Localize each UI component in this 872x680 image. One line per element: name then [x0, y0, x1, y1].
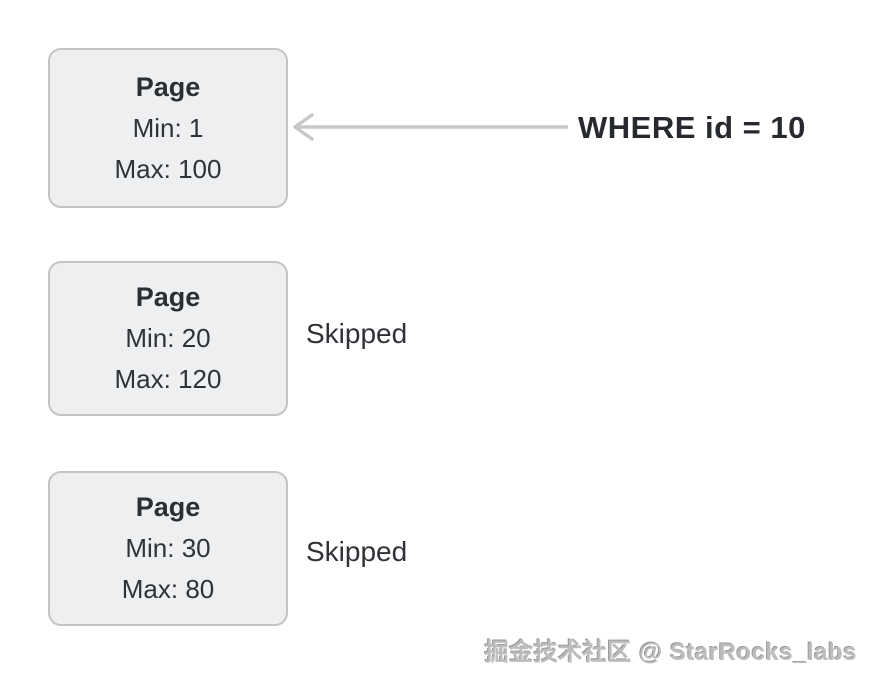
query-arrow — [293, 113, 568, 141]
page-min-value: Min: 30 — [125, 533, 211, 563]
page-min-value: Min: 1 — [132, 112, 204, 143]
page-max-value: Max: 80 — [121, 574, 215, 604]
where-query-label: WHERE id = 10 — [578, 110, 806, 145]
page-max-value: Max: 100 — [114, 153, 222, 184]
page-box-3: Page Min: 30 Max: 80 — [48, 471, 288, 626]
page-max-value: Max: 120 — [114, 364, 222, 394]
page-title: Page — [135, 71, 201, 102]
skipped-label-1: Skipped — [306, 318, 408, 349]
watermark: 掘金技术社区 @ StarRocks_labs — [484, 639, 857, 666]
page-title: Page — [135, 282, 201, 312]
arrowhead-icon — [293, 113, 314, 141]
page-title: Page — [135, 492, 201, 522]
page-min-value: Min: 20 — [125, 323, 211, 353]
page-box-2: Page Min: 20 Max: 120 — [48, 261, 288, 416]
skipped-label-2: Skipped — [306, 536, 408, 567]
page-box-1: Page Min: 1 Max: 100 — [48, 48, 288, 208]
